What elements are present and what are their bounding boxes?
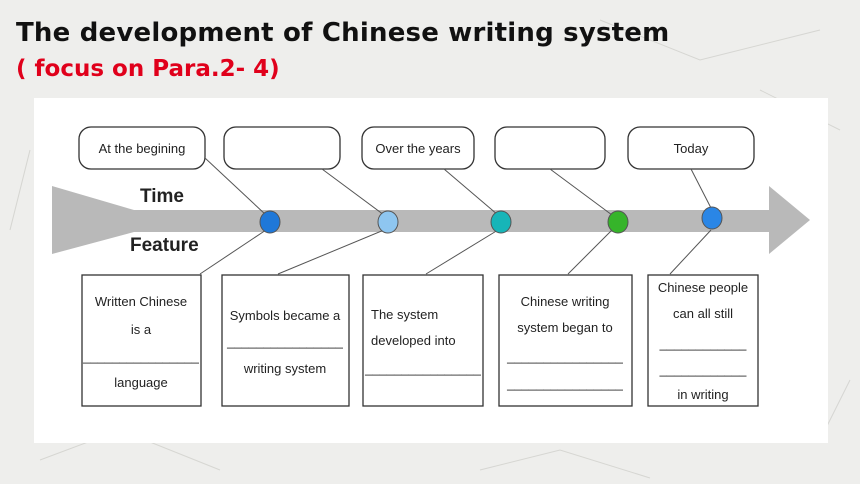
time-bubble-5: Today (627, 126, 755, 170)
slide-subtitle: ( focus on Para.2- 4) (16, 56, 280, 82)
time-bubble-1: At the begining (78, 126, 206, 170)
timeline-arrow (52, 186, 810, 254)
time-bubble-2 (223, 126, 341, 170)
time-bubble-4 (494, 126, 606, 170)
feature-box-2-blank: ________________ (226, 334, 343, 349)
feature-box-2-line-3: writing system (243, 361, 326, 376)
timeline-diagram: Time Feature At the begining Over the ye… (52, 126, 810, 407)
feature-box-5-line-5: in writing (677, 387, 728, 402)
feature-box-4-line-2: system began to (517, 320, 612, 335)
feature-connectors (199, 229, 712, 275)
feature-box-1: Written Chinese is a ________________ la… (81, 274, 202, 407)
time-label: Time (140, 186, 184, 207)
feature-box-1-blank: ________________ (82, 349, 199, 364)
feature-box-1-line-1: Written Chinese (95, 294, 187, 309)
time-bubble-5-text: Today (674, 141, 709, 156)
timeline-diagram-panel: Time Feature At the begining Over the ye… (34, 98, 828, 443)
feature-box-5-line-1: Chinese people (658, 280, 748, 295)
feature-box-4-blank-2: ________________ (506, 376, 623, 391)
feature-box-5-line-2: can all still (673, 306, 733, 321)
feature-box-2: Symbols became a ________________ writin… (221, 274, 350, 407)
feature-box-5-blank-2: ____________ (659, 362, 748, 377)
feature-box-5-blank-1: ____________ (659, 336, 748, 351)
feature-box-3-line-2: developed into (371, 333, 456, 348)
feature-box-3: The system developed into ______________… (362, 274, 484, 407)
feature-box-5: Chinese people can all still ___________… (647, 274, 759, 407)
stage-dot-1 (259, 210, 281, 234)
feature-box-2-line-1: Symbols became a (230, 308, 341, 323)
stage-dot-2 (377, 210, 399, 234)
stage-dot-4 (607, 210, 629, 234)
time-bubble-1-text: At the begining (99, 141, 186, 156)
time-connectors (204, 157, 712, 216)
feature-box-4-blank-1: ________________ (506, 349, 623, 364)
feature-box-3-line-1: The system (371, 307, 438, 322)
slide-title: The development of Chinese writing syste… (16, 18, 670, 48)
time-bubble-3-text: Over the years (375, 141, 461, 156)
feature-label: Feature (130, 235, 199, 256)
feature-box-4-line-1: Chinese writing (521, 294, 610, 309)
feature-box-3-blank: ________________ (364, 361, 481, 376)
time-bubble-3: Over the years (361, 126, 475, 170)
stage-dot-3 (490, 210, 512, 234)
feature-box-1-line-4: language (114, 375, 168, 390)
feature-box-1-line-2: is a (131, 322, 152, 337)
stage-dot-5 (701, 206, 723, 230)
feature-box-4: Chinese writing system began to ________… (498, 274, 633, 407)
